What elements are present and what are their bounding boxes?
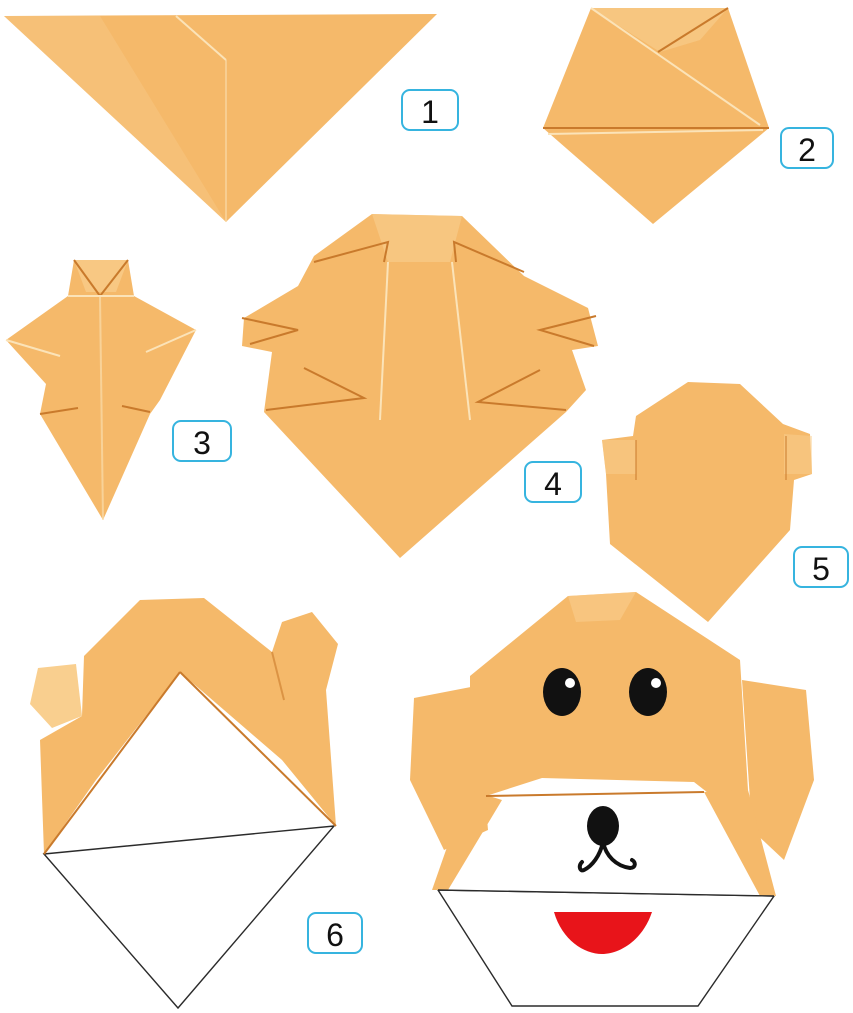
finished-dog-face xyxy=(410,592,814,1006)
step-label-3: 3 xyxy=(172,420,232,462)
step-label-5: 5 xyxy=(793,546,849,588)
step-2-folded-top xyxy=(543,8,769,224)
step-label-4: 4 xyxy=(524,461,582,503)
dog-right-eye xyxy=(629,668,667,716)
dog-left-eye xyxy=(543,668,581,716)
step-4-pocket-folds xyxy=(242,214,598,558)
dog-head xyxy=(470,592,748,796)
step-label-1: 1 xyxy=(401,89,459,131)
step-6-open-head xyxy=(30,598,338,1008)
step-3-side-flaps xyxy=(6,260,196,520)
step-5-head-shape xyxy=(602,382,812,622)
step-1-triangle-fold xyxy=(4,14,437,222)
step-label-2: 2 xyxy=(780,127,834,169)
step-label-6: 6 xyxy=(307,912,363,954)
